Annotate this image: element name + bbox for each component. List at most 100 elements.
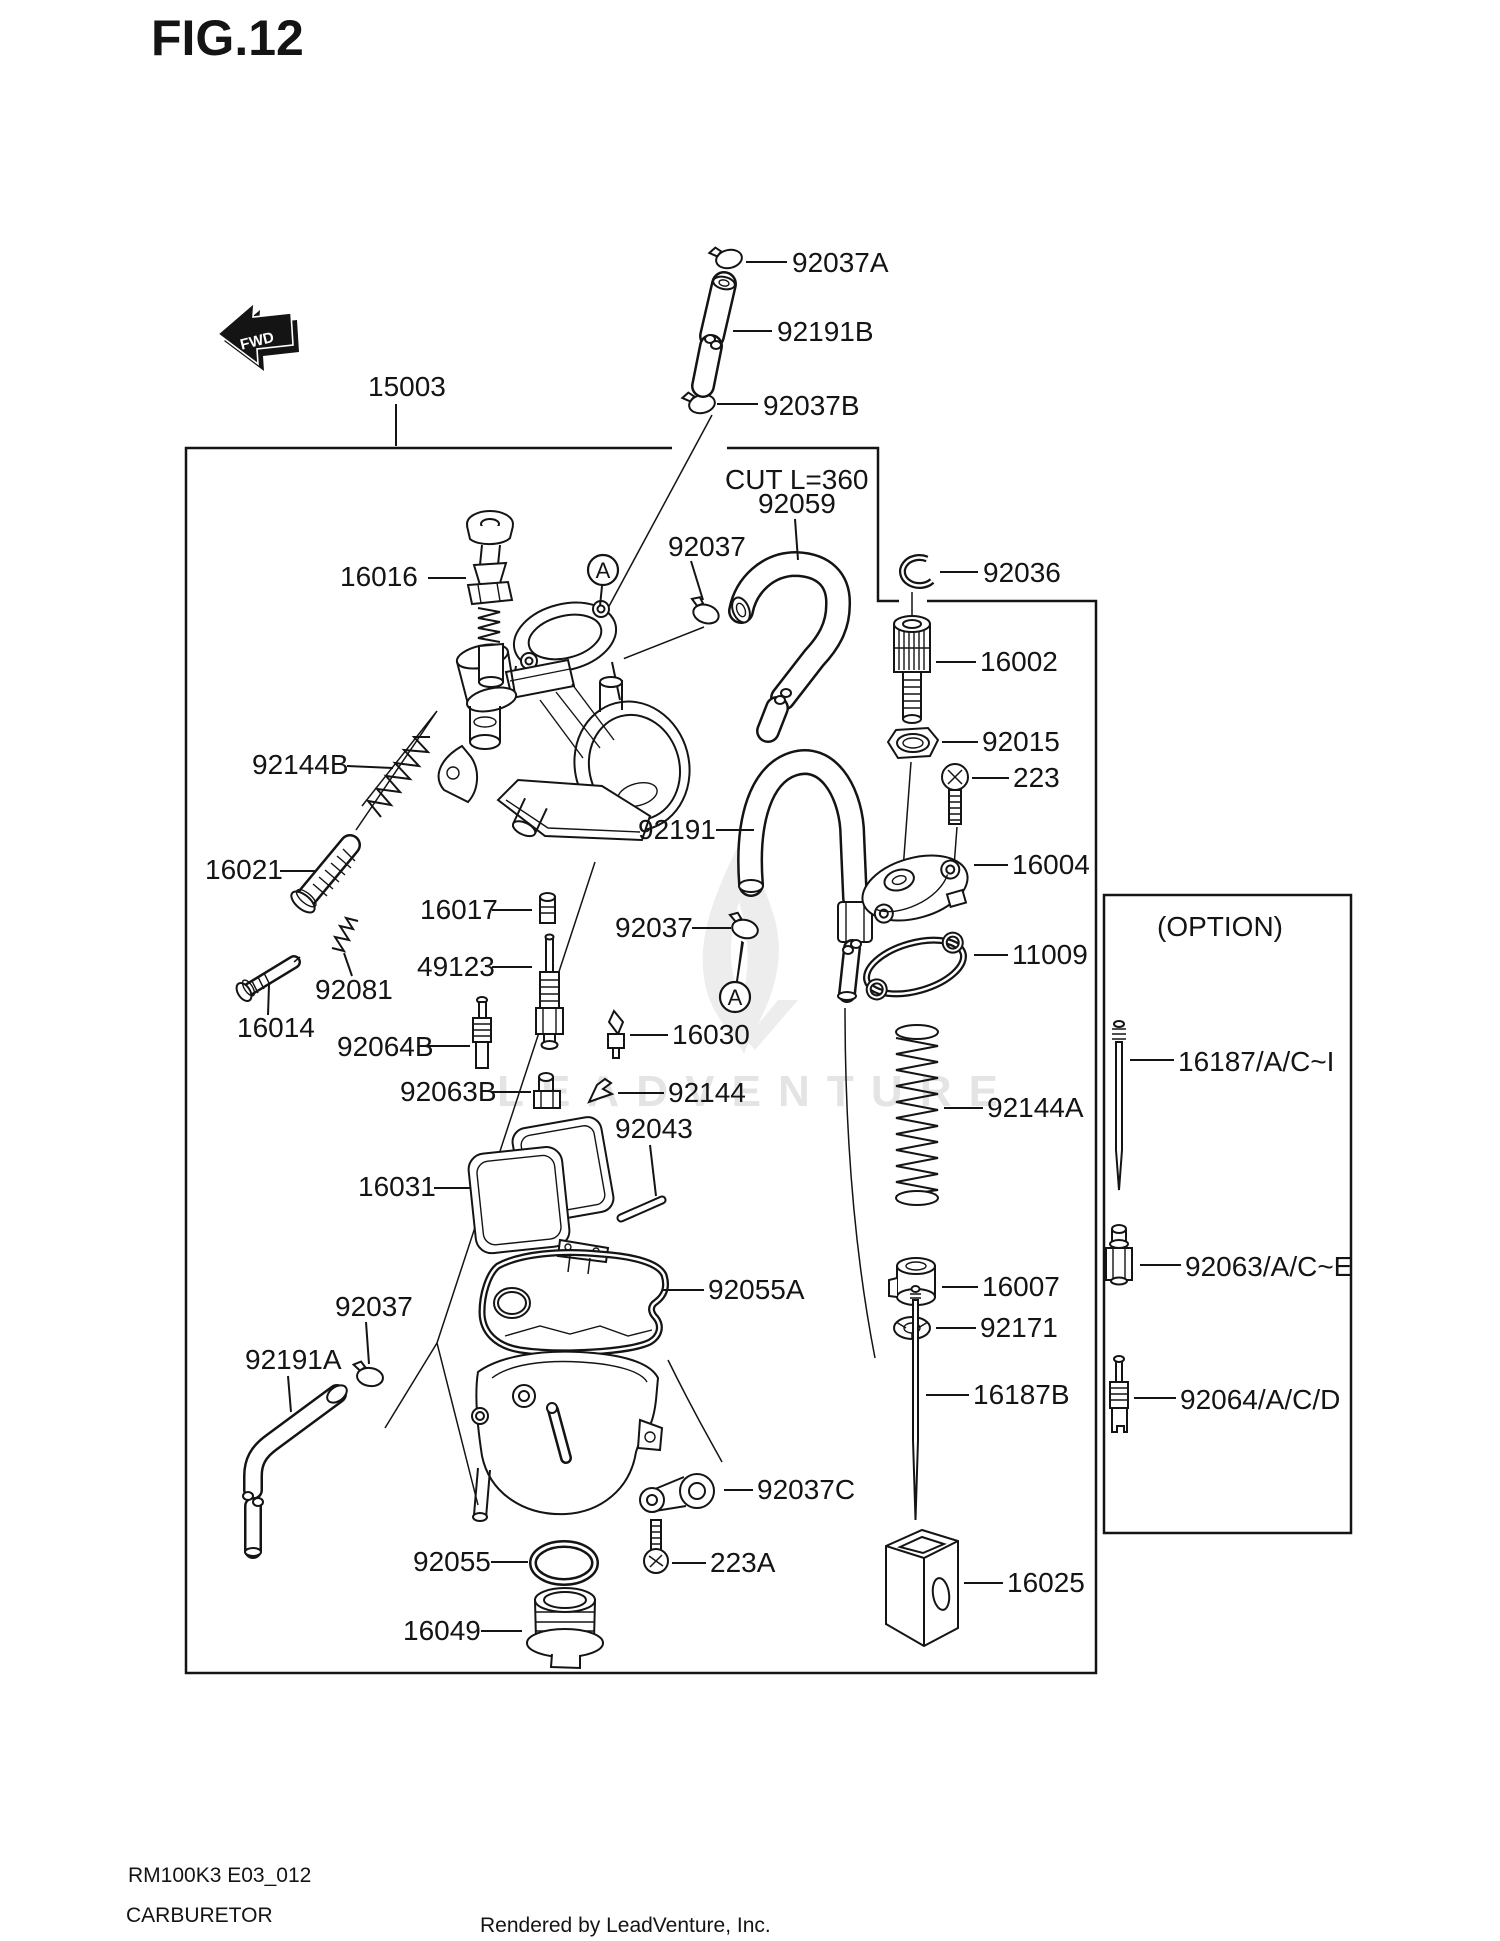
watermark-text: LEADVENTURE [497,1067,1012,1116]
gasket-92055a-drawing [478,1249,670,1357]
leader-line-92037-bot [365,1321,370,1365]
part-label-16002: 16002 [980,646,1058,677]
part-label-92191b: 92191B [777,316,874,347]
part-label-16021: 16021 [205,854,283,885]
leader-line-92144b [346,765,394,769]
part-label-16031: 16031 [358,1171,436,1202]
screw-223a-drawing [643,1519,669,1574]
screw-223-drawing [941,763,969,825]
part-label-92037-top: 92037 [668,531,746,562]
fwd-direction-icon: FWD [216,301,299,371]
part-label-92064b: 92064B [337,1031,434,1062]
plug-16049-drawing [526,1587,604,1670]
part-label-92059: 92059 [758,488,836,519]
option-needle-16187-drawing [1112,1020,1126,1191]
leader-line-16014 [267,984,270,1016]
figure-title: FIG.12 [151,10,304,66]
jet-16017-drawing [539,892,556,924]
option-box [1102,893,1353,1535]
pin-92043-drawing [616,1195,667,1223]
jet-needle-16187b-drawing [910,1285,921,1521]
part-label-cut-note: CUT L=360 [725,464,868,495]
detail-marker-label-0: A [596,558,611,583]
part-label-16007: 16007 [982,1271,1060,1302]
float-16025-drawing [885,1528,959,1648]
part-label-92037b: 92037B [763,390,860,421]
part-label-92055: 92055 [413,1546,491,1577]
part-label-92081: 92081 [315,974,393,1005]
footer-figure-name: CARBURETOR [126,1904,273,1927]
leader-line-92081 [343,952,353,977]
part-label-16025: 16025 [1007,1567,1085,1598]
detail-marker-circle-0 [586,553,620,587]
nut-92015-drawing [886,726,940,760]
part-label-92144b: 92144B [252,749,349,780]
choke-16016-drawing [466,510,514,688]
part-label-92015: 92015 [982,726,1060,757]
part-label-92037-mid: 92037 [615,912,693,943]
jet-92064b-drawing [472,996,492,1069]
part-label-92064-opt: 92064/A/C/D [1180,1384,1340,1415]
detail-marker-label-1: A [728,985,743,1010]
part-label-92043: 92043 [615,1113,693,1144]
part-label-92144: 92144 [668,1077,746,1108]
jet-92063b-drawing [533,1072,561,1109]
part-label-92063b: 92063B [400,1076,497,1107]
needle-valve-16030-drawing [607,1009,625,1059]
leader-line-92043 [649,1144,657,1197]
clamp-92037-top-drawing [685,594,724,628]
circlip-92036-drawing [898,554,935,590]
spring-92144b-drawing [365,736,431,818]
part-label-92055a: 92055A [708,1274,805,1305]
tube-92191a-drawing [242,1384,348,1559]
leader-line-92059 [794,518,799,561]
detail-marker-leader-0 [599,585,603,607]
part-label-16187b: 16187B [973,1379,1070,1410]
assembly-15003-box [184,446,1098,1675]
gasket-11009-drawing [862,931,968,1001]
part-label-92063-opt: 92063/A/C~E [1185,1251,1352,1282]
part-label-92037-bot: 92037 [335,1291,413,1322]
banjo-92037c-drawing [639,1473,715,1513]
part-label-223a: 223A [710,1547,776,1578]
part-label-223: 223 [1013,762,1060,793]
part-label-92037c: 92037C [757,1474,855,1505]
tube-92191b-drawing [691,271,737,398]
part-label-16049: 16049 [403,1615,481,1646]
part-label-92036: 92036 [983,557,1061,588]
clamp-92037a-drawing [707,241,745,273]
part-label-16030: 16030 [672,1019,750,1050]
spring-92081-drawing [331,916,359,953]
leader-line-92037-top [690,560,704,601]
part-label-92144a: 92144A [987,1092,1084,1123]
option-jet-92063-drawing [1105,1224,1133,1286]
part-label-16014: 16014 [237,1012,315,1043]
leader-lines-layer [267,261,1181,1632]
hose-92059-drawing [728,550,851,743]
part-label-16004: 16004 [1012,849,1090,880]
part-label-16187-opt: 16187/A/C~I [1178,1046,1334,1077]
part-label-16016: 16016 [340,561,418,592]
part-label-49123: 49123 [417,951,495,982]
detail-markers-layer: AA [586,553,752,1014]
part-label-16017: 16017 [420,894,498,925]
part-label-92037a: 92037A [792,247,889,278]
detail-marker-leader-1 [736,941,744,982]
part-label-92191a: 92191A [245,1344,342,1375]
part-label-15003: 15003 [368,371,446,402]
screw-16021-drawing [290,834,361,914]
needle-jet-49123-drawing [535,933,564,1050]
option-jet-92064-drawing [1109,1355,1129,1433]
tube-92191-drawing [737,749,873,1003]
clip-92144-drawing [587,1077,615,1104]
part-label-11009: 11009 [1012,939,1088,970]
footer-rendered-by: Rendered by LeadVenture, Inc. [480,1914,771,1937]
detail-marker-circle-1 [718,980,752,1014]
cover-16004-drawing [861,854,969,924]
spring-92144a-drawing [895,1024,939,1206]
oring-92055-drawing [529,1540,599,1586]
footer-model-code: RM100K3 E03_012 [128,1864,311,1887]
clamp-92037-bottom-drawing [349,1359,386,1389]
